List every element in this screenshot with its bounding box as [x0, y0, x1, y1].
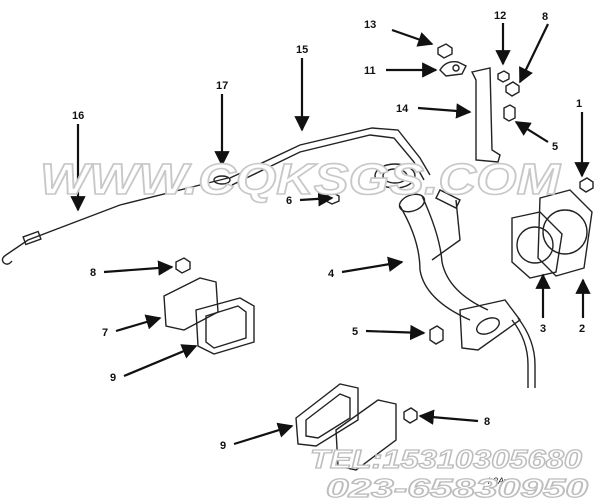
cover-bolt	[579, 177, 594, 193]
bolt-5-lower	[429, 325, 444, 345]
callout-13: 13	[364, 19, 376, 31]
cover-gasket-hole	[516, 226, 554, 264]
callout-9-bottom: 9	[220, 440, 226, 452]
watermark: WWW.CQKSGS.COM TEL:15310305680 023-65830…	[39, 154, 589, 503]
tube-fitting	[435, 189, 461, 209]
callout-4: 4	[328, 268, 335, 280]
part-drawings	[1, 43, 594, 471]
gasket-left-inner	[205, 305, 247, 349]
cover-plate-boss	[542, 209, 588, 255]
callout-2: 2	[579, 323, 585, 335]
tube-fitting-line	[431, 199, 461, 261]
cover-plate-bottom	[335, 399, 397, 471]
callout-1: 1	[576, 98, 582, 110]
fill-tube	[229, 127, 431, 179]
elbow-tube-right	[421, 195, 489, 311]
tube-collar-bore	[382, 168, 408, 184]
watermark-site: WWW.CQKSGS.COM	[40, 155, 562, 204]
callout-5-top: 5	[552, 141, 558, 153]
callout-7: 7	[102, 327, 108, 339]
callout-numbers: 16 17 15 13 11 12 8 14 5 1 6 4 5 3 2 8 7…	[72, 10, 585, 452]
callout-11: 11	[364, 65, 376, 77]
drain-line-outer	[517, 317, 536, 388]
fill-tube-inner	[231, 134, 425, 186]
callout-8-left: 8	[90, 267, 96, 279]
callout-14: 14	[396, 103, 409, 115]
callout-16: 16	[72, 110, 84, 122]
cover-gasket	[511, 211, 563, 279]
washer-12	[497, 70, 510, 83]
elbow-tube-end	[398, 193, 426, 213]
drawing-code: h2Ay	[488, 476, 509, 486]
bolt-8-top	[505, 81, 520, 97]
clamp-hole	[452, 64, 460, 72]
leader-arrows	[70, 23, 591, 446]
callout-5-lower: 5	[352, 326, 358, 338]
cover-plate-left	[163, 277, 219, 331]
bolt-13	[437, 43, 453, 59]
callout-17: 17	[216, 80, 228, 92]
callout-8-bottom: 8	[484, 416, 490, 428]
callout-6: 6	[286, 195, 292, 207]
bolt-8-bottom	[403, 407, 418, 424]
callout-9-left: 9	[110, 372, 116, 384]
clamp	[439, 60, 467, 77]
dipstick-rod	[5, 177, 229, 256]
callout-12: 12	[494, 10, 506, 22]
dipstick-ferrule	[22, 230, 42, 246]
callout-8-top: 8	[542, 11, 548, 23]
drain-line	[511, 319, 529, 388]
elbow-tube-left	[399, 205, 471, 321]
bracket	[470, 67, 501, 163]
bolt-5-top	[503, 104, 516, 122]
o-ring	[213, 175, 231, 185]
bolt-8-left	[175, 257, 191, 274]
watermark-tel: TEL:15310305680	[310, 444, 583, 474]
dipstick-handle	[1, 254, 13, 265]
gasket-bottom-inner	[305, 393, 351, 439]
cover-plate	[537, 189, 593, 277]
callout-3: 3	[540, 323, 546, 335]
gasket-bottom	[295, 383, 359, 447]
callout-15: 15	[296, 44, 308, 56]
gasket-left	[195, 297, 255, 355]
watermark-phone: 023-65830950	[326, 473, 589, 503]
elbow-flange-bore	[476, 317, 500, 335]
elbow-flange	[459, 299, 521, 351]
tube-collar	[374, 163, 416, 189]
